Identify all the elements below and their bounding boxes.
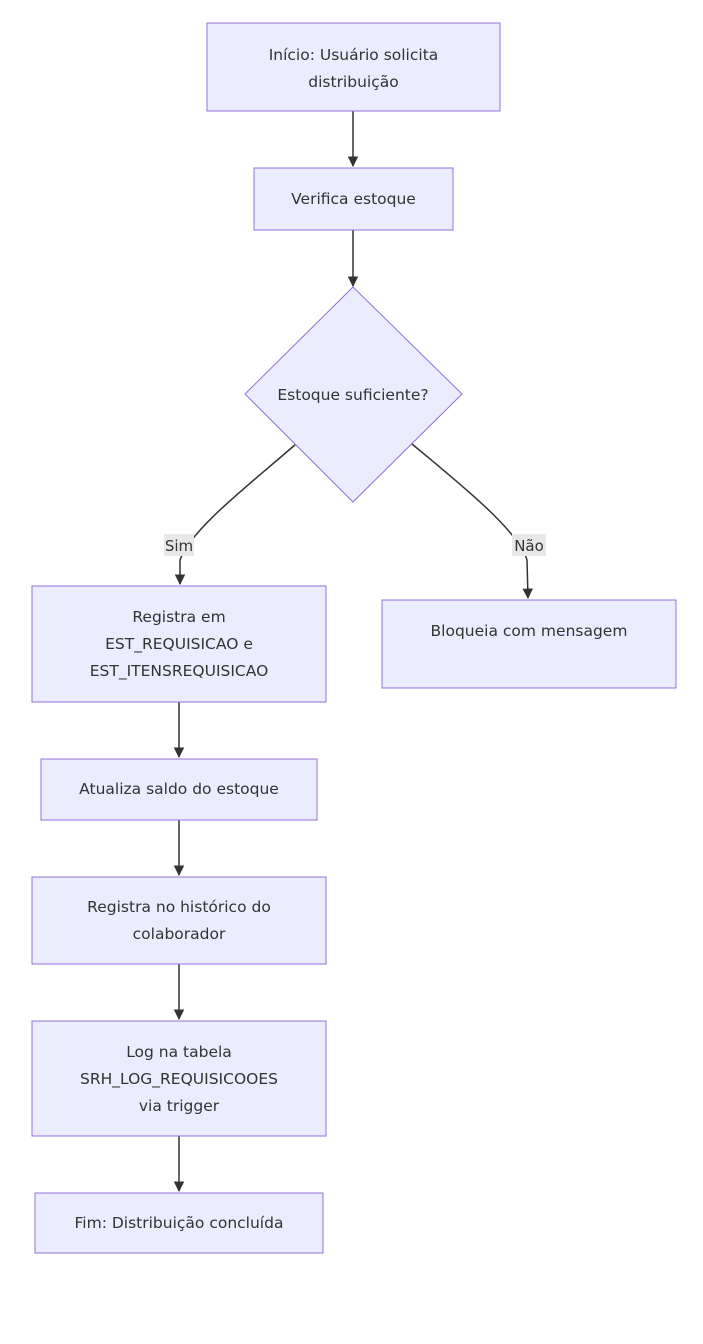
edge-decision-to-block [411, 443, 533, 600]
node-check-stock: Verifica estoque [253, 167, 454, 231]
node-end-line-1: Fim: Distribuição concluída [75, 1214, 284, 1232]
node-register-history-line-1: Registra no histórico do [87, 898, 271, 916]
node-register-history: Registra no histórico do colaborador [31, 876, 327, 965]
node-start-line-1: Início: Usuário solicita [269, 46, 439, 64]
node-register-requisition-line-2: EST_REQUISICAO e [105, 635, 253, 654]
node-log-table-line-2: SRH_LOG_REQUISICOOES [80, 1070, 278, 1089]
node-update-balance: Atualiza saldo do estoque [40, 758, 318, 821]
edge-label-no-text: Não [514, 537, 544, 555]
node-update-balance-line-1: Atualiza saldo do estoque [79, 780, 279, 798]
node-decision: Estoque suficiente? [244, 286, 463, 503]
node-block-message: Bloqueia com mensagem [381, 599, 677, 689]
node-register-requisition-line-3: EST_ITENSREQUISICAO [90, 662, 269, 681]
node-start-line-2: distribuição [308, 73, 398, 91]
node-end: Fim: Distribuição concluída [34, 1192, 324, 1254]
edge-decision-to-register [174, 443, 297, 586]
node-log-table-line-1: Log na tabela [126, 1043, 232, 1061]
edge-label-yes-text: Sim [165, 537, 193, 555]
node-log-table-line-3: via trigger [139, 1097, 220, 1115]
node-decision-line-1: Estoque suficiente? [277, 386, 428, 404]
node-register-requisition-line-1: Registra em [132, 608, 225, 626]
node-log-table: Log na tabela SRH_LOG_REQUISICOOES via t… [31, 1020, 327, 1137]
edge-label-yes: Sim [164, 534, 194, 556]
node-start: Início: Usuário solicita distribuição [206, 22, 501, 112]
edge-label-no: Não [512, 534, 546, 556]
node-register-history-line-2: colaborador [133, 925, 226, 943]
node-register-requisition: Registra em EST_REQUISICAO e EST_ITENSRE… [31, 585, 327, 703]
node-block-message-line-1: Bloqueia com mensagem [431, 622, 628, 640]
node-check-stock-line-1: Verifica estoque [291, 190, 416, 208]
